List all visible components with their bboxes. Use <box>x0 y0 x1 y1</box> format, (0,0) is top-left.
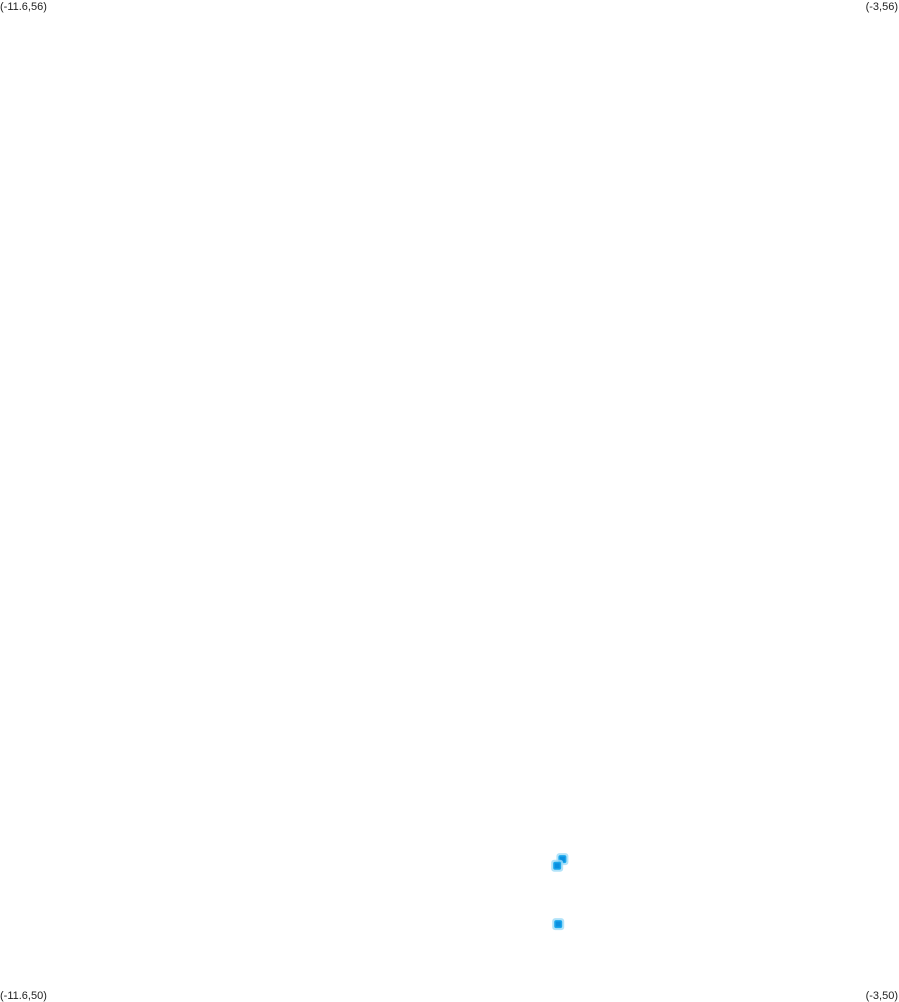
corner-label-bottom-left: (-11.6,50) <box>0 990 47 1002</box>
map-point-core <box>555 921 561 927</box>
map-point <box>551 859 564 872</box>
corner-label-top-left: (-11.6,56) <box>0 1 47 13</box>
corner-label-bottom-right: (-3,50) <box>865 990 898 1002</box>
map-point <box>552 918 565 931</box>
corner-label-top-right: (-3,56) <box>865 1 898 13</box>
map-point-core <box>554 863 560 869</box>
map-point-core <box>559 856 565 862</box>
